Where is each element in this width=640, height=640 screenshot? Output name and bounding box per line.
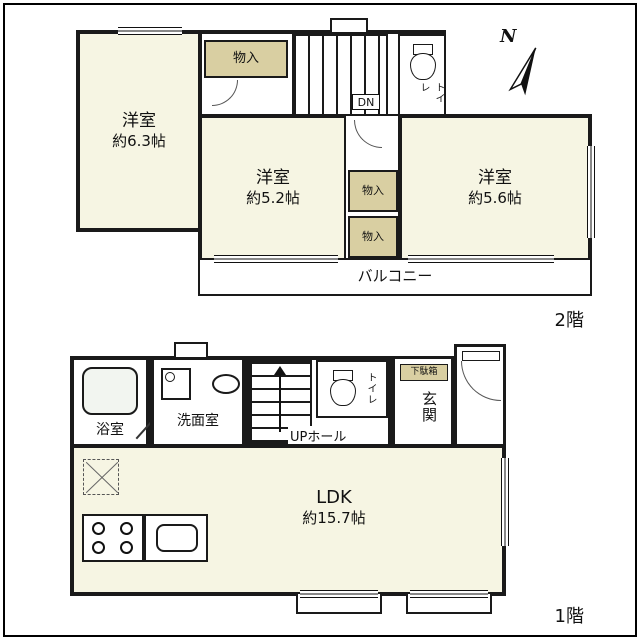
sink-icon bbox=[212, 374, 240, 394]
up-arrow-line bbox=[279, 374, 281, 432]
f1-toilet-label: トイレ bbox=[365, 372, 376, 405]
compass-needle-icon bbox=[508, 47, 537, 96]
f2-closet-column: 物入 物入 bbox=[344, 114, 402, 262]
burner bbox=[92, 541, 105, 554]
f1-ldk: LDK 約15.7帖 bbox=[70, 444, 506, 596]
f2-room-b-label: 洋室 約5.2帖 bbox=[202, 118, 344, 258]
entry-door-leaf bbox=[462, 351, 500, 361]
stove-icon bbox=[82, 514, 144, 562]
room-name: LDK bbox=[316, 487, 352, 508]
window-sliding-door bbox=[410, 590, 488, 598]
refrigerator-outline bbox=[83, 459, 119, 495]
room-area: 約6.3帖 bbox=[112, 132, 166, 151]
page-border bbox=[3, 3, 637, 637]
f2-stair-notch bbox=[330, 18, 368, 34]
washing-machine-icon bbox=[161, 368, 191, 400]
toilet-icon bbox=[330, 370, 356, 408]
ldk-label: LDK 約15.7帖 bbox=[224, 486, 444, 529]
burner bbox=[120, 541, 133, 554]
bathtub-icon bbox=[82, 367, 138, 415]
compass-north-label: N bbox=[500, 26, 517, 47]
room-area: 約5.2帖 bbox=[246, 189, 300, 208]
burner bbox=[92, 522, 105, 535]
f2-closet-mid: 物入 bbox=[348, 170, 398, 212]
toilet-icon bbox=[410, 44, 436, 82]
f1-washroom: 洗面室 bbox=[150, 356, 246, 448]
window-sliding-door bbox=[300, 590, 378, 598]
window bbox=[118, 27, 182, 35]
door-arc bbox=[354, 120, 382, 148]
entrance-label: 玄関 bbox=[420, 391, 438, 423]
kitchen-sink-icon bbox=[156, 524, 198, 552]
window bbox=[587, 146, 595, 238]
shoe-cabinet: 下駄箱 bbox=[400, 364, 448, 381]
toilet-bowl bbox=[410, 53, 436, 80]
window-balcony-door bbox=[214, 255, 338, 263]
f2-room-a-label: 洋室 約6.3帖 bbox=[80, 34, 198, 228]
window-balcony-door bbox=[408, 255, 554, 263]
shoe-cabinet-label: 下駄箱 bbox=[410, 366, 438, 377]
f1-entrance-room: 下駄箱 玄関 bbox=[392, 356, 454, 448]
f1-hall-label: UPホール bbox=[288, 426, 349, 445]
f1-toilet-room: トイレ bbox=[316, 360, 388, 418]
room-area: 約15.7帖 bbox=[302, 509, 366, 528]
room-area: 約5.6帖 bbox=[468, 189, 522, 208]
washroom-text: 洗面室 bbox=[177, 412, 219, 429]
bath-label: 浴室 bbox=[74, 421, 146, 439]
f2-toilet-label: トイレ bbox=[418, 82, 444, 104]
room-name: 洋室 bbox=[478, 168, 512, 189]
washer-dial bbox=[165, 372, 175, 382]
kitchen-counter bbox=[144, 514, 208, 562]
f2-toilet-room: トイレ bbox=[398, 34, 446, 116]
f2-room-west-6-3: 洋室 約6.3帖 bbox=[76, 30, 202, 232]
f2-room-west-5-2: 洋室 約5.2帖 bbox=[198, 114, 348, 262]
entry-door-arc bbox=[461, 361, 501, 401]
f1-entry-bay bbox=[454, 344, 506, 450]
f1-floor-label: 1階 bbox=[554, 606, 584, 627]
f2-floor-label: 2階 bbox=[554, 310, 584, 331]
f1-bathroom: 浴室 bbox=[70, 356, 150, 448]
toilet-bowl bbox=[330, 379, 356, 406]
f2-room-c-label: 洋室 約5.6帖 bbox=[402, 118, 588, 258]
f2-room-west-5-6: 洋室 約5.6帖 bbox=[398, 114, 592, 262]
burner bbox=[120, 522, 133, 535]
f2-stairs-dn-label: DN bbox=[352, 94, 380, 110]
f2-balcony: バルコニー bbox=[198, 258, 592, 296]
compass: N bbox=[494, 26, 558, 102]
washroom-label: 洗面室 bbox=[154, 412, 242, 430]
window bbox=[501, 458, 509, 546]
closet-label: 物入 bbox=[362, 183, 384, 197]
closet-label: 物入 bbox=[362, 229, 384, 243]
f2-closet-bottom: 物入 bbox=[348, 216, 398, 258]
water-heater bbox=[174, 342, 208, 359]
up-arrow-head bbox=[274, 366, 286, 375]
balcony-label: バルコニー bbox=[357, 267, 433, 286]
closet-label: 物入 bbox=[232, 50, 259, 66]
room-name: 洋室 bbox=[256, 168, 290, 189]
f2-closet-top: 物入 bbox=[204, 40, 288, 78]
dn-text: DN bbox=[357, 95, 375, 109]
bath-text: 浴室 bbox=[96, 421, 124, 438]
room-name: 洋室 bbox=[122, 111, 156, 132]
